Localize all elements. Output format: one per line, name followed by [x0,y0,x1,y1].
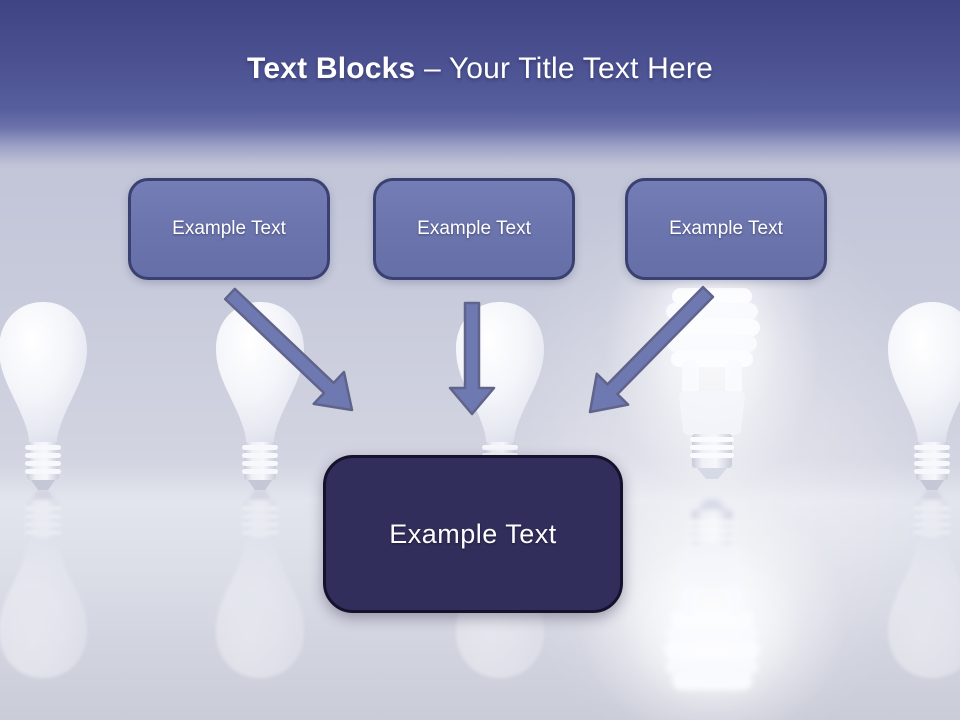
result-block-label: Example Text [389,518,557,549]
text-block-2-label: Example Text [417,218,531,239]
bulb-reflections [0,490,960,720]
text-block-2: Example Text [373,178,575,280]
arrow-down-icon [448,301,496,416]
slide-title-rest: – Your Title Text Here [415,52,713,85]
text-block-1-label: Example Text [172,218,286,239]
slide-title: Text Blocks – Your Title Text Here [0,52,960,86]
result-block: Example Text [323,455,623,613]
connector-arrows [223,285,715,416]
arrow-down-left-icon [588,285,715,414]
text-block-3-label: Example Text [669,218,783,239]
slide-title-highlight: Text Blocks [247,52,416,85]
light-bulb-5 [888,302,960,490]
light-bulb-1 [0,302,87,490]
text-block-1: Example Text [128,178,330,280]
text-block-3: Example Text [625,178,827,280]
arrow-down-right-icon [223,287,354,412]
